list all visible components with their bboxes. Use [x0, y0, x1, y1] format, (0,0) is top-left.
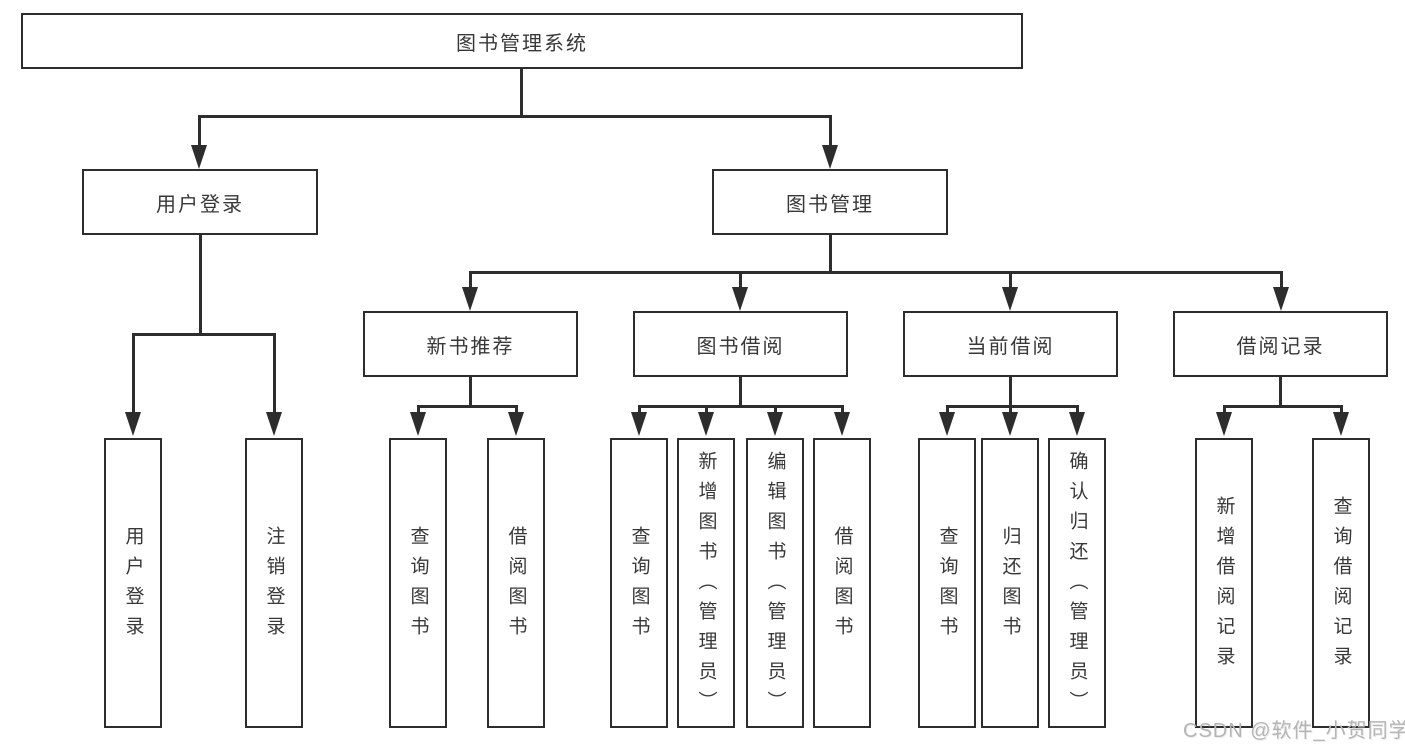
- connector-line: [273, 336, 276, 414]
- node-book-management: 图书管理: [712, 169, 948, 235]
- arrowhead-down-icon: [1333, 412, 1349, 436]
- leaf-query-books-under-current: 查询图书: [918, 438, 976, 728]
- watermark: CSDN @软件_小贺同学: [1183, 720, 1405, 742]
- arrowhead-down-icon: [631, 412, 647, 436]
- arrowhead-down-icon: [939, 412, 955, 436]
- node-user-login: 用户登录: [82, 169, 318, 235]
- arrowhead-down-icon: [1273, 287, 1289, 311]
- connector-line: [1279, 377, 1282, 407]
- arrowhead-down-icon: [767, 412, 783, 436]
- leaf-edit-book-admin: 编辑图书（管理员）: [746, 438, 804, 728]
- connector-line: [469, 271, 1283, 274]
- connector-line: [829, 235, 832, 273]
- connector-line: [1223, 405, 1343, 408]
- connector-line: [739, 274, 742, 290]
- leaf-query-books-under-recommend: 查询图书: [389, 438, 447, 728]
- node-library-management-system: 图书管理系统: [21, 13, 1023, 69]
- leaf-borrow-books-under-recommend: 借阅图书: [487, 438, 545, 728]
- leaf-add-borrow-record: 新增借阅记录: [1195, 438, 1253, 728]
- arrowhead-down-icon: [191, 145, 207, 169]
- leaf-confirm-return-admin: 确认归还（管理员）: [1048, 438, 1106, 728]
- arrowhead-down-icon: [732, 287, 748, 311]
- arrowhead-down-icon: [410, 412, 426, 436]
- connector-line: [520, 69, 523, 117]
- connector-line: [469, 274, 472, 290]
- connector-line: [199, 235, 202, 335]
- node-current-borrowing: 当前借阅: [903, 311, 1118, 377]
- leaf-query-borrow-record: 查询借阅记录: [1312, 438, 1370, 728]
- arrowhead-down-icon: [125, 412, 141, 436]
- arrowhead-down-icon: [1216, 412, 1232, 436]
- arrowhead-down-icon: [462, 287, 478, 311]
- connector-line: [417, 405, 518, 408]
- leaf-return-book: 归还图书: [981, 438, 1039, 728]
- leaf-borrow-books-under-borrowing: 借阅图书: [813, 438, 871, 728]
- connector-line: [739, 377, 742, 407]
- arrowhead-down-icon: [266, 412, 282, 436]
- arrowhead-down-icon: [508, 412, 524, 436]
- connector-line: [946, 405, 1079, 408]
- connector-line: [1009, 274, 1012, 290]
- leaf-user-login: 用户登录: [104, 438, 162, 728]
- node-borrowing-records: 借阅记录: [1173, 311, 1388, 377]
- connector-line: [198, 115, 832, 118]
- connector-line: [132, 333, 276, 336]
- connector-line: [829, 118, 832, 148]
- connector-line: [132, 336, 135, 414]
- arrowhead-down-icon: [698, 412, 714, 436]
- arrowhead-down-icon: [834, 412, 850, 436]
- connector-line: [198, 118, 201, 148]
- arrowhead-down-icon: [1069, 412, 1085, 436]
- arrowhead-down-icon: [1002, 287, 1018, 311]
- connector-line: [469, 377, 472, 407]
- leaf-logout: 注销登录: [245, 438, 303, 728]
- connector-line: [1009, 377, 1012, 407]
- arrowhead-down-icon: [1002, 412, 1018, 436]
- node-new-book-recommendation: 新书推荐: [363, 311, 578, 377]
- leaf-query-books-under-borrowing: 查询图书: [610, 438, 668, 728]
- arrowhead-down-icon: [822, 145, 838, 169]
- node-book-borrowing: 图书借阅: [633, 311, 848, 377]
- leaf-add-book-admin: 新增图书（管理员）: [677, 438, 735, 728]
- connector-line: [1280, 274, 1283, 290]
- connector-line: [638, 405, 844, 408]
